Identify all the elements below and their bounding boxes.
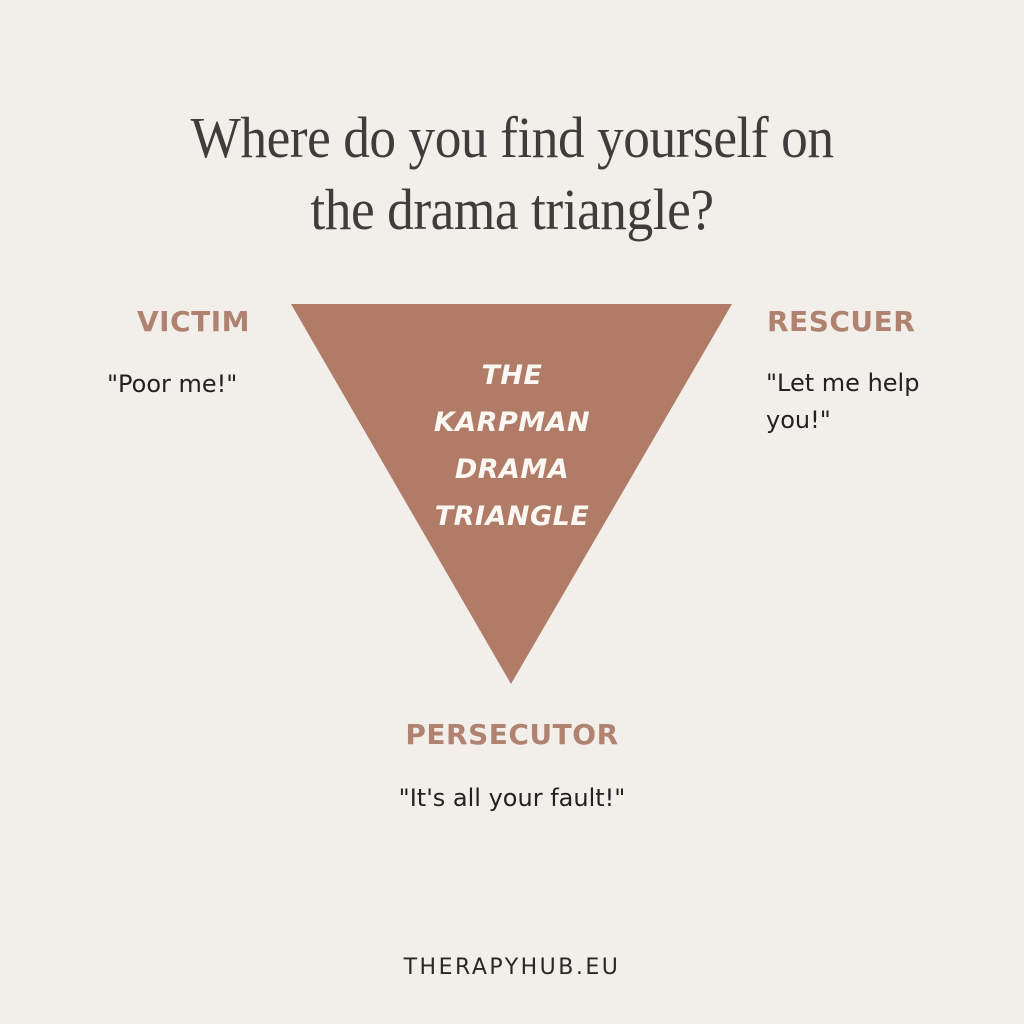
rescuer-quote: "Let me help you!" bbox=[766, 369, 920, 434]
persecutor-quote: "It's all your fault!" bbox=[398, 784, 626, 812]
victim-quote: "Poor me!" bbox=[107, 370, 238, 398]
triangle-label-line-1: THE bbox=[481, 360, 543, 391]
drama-triangle-shape bbox=[291, 304, 732, 684]
page-title: Where do you find yourself on the drama … bbox=[41, 102, 983, 246]
rescuer-heading: RESCUER bbox=[767, 305, 916, 338]
persecutor-heading: PERSECUTOR bbox=[405, 718, 619, 751]
title-line-2: the drama triangle? bbox=[310, 177, 714, 242]
triangle-label: THE KARPMAN DRAMA TRIANGLE bbox=[412, 352, 612, 540]
title-line-1: Where do you find yourself on bbox=[190, 105, 834, 170]
victim-heading: VICTIM bbox=[137, 305, 251, 338]
triangle-label-line-4: TRIANGLE bbox=[434, 501, 590, 532]
triangle-label-line-3: DRAMA bbox=[454, 454, 570, 485]
inverted-triangle-icon bbox=[291, 304, 732, 684]
triangle-label-line-2: KARPMAN bbox=[433, 407, 591, 438]
footer-website: THERAPYHUB.EU bbox=[403, 955, 621, 980]
